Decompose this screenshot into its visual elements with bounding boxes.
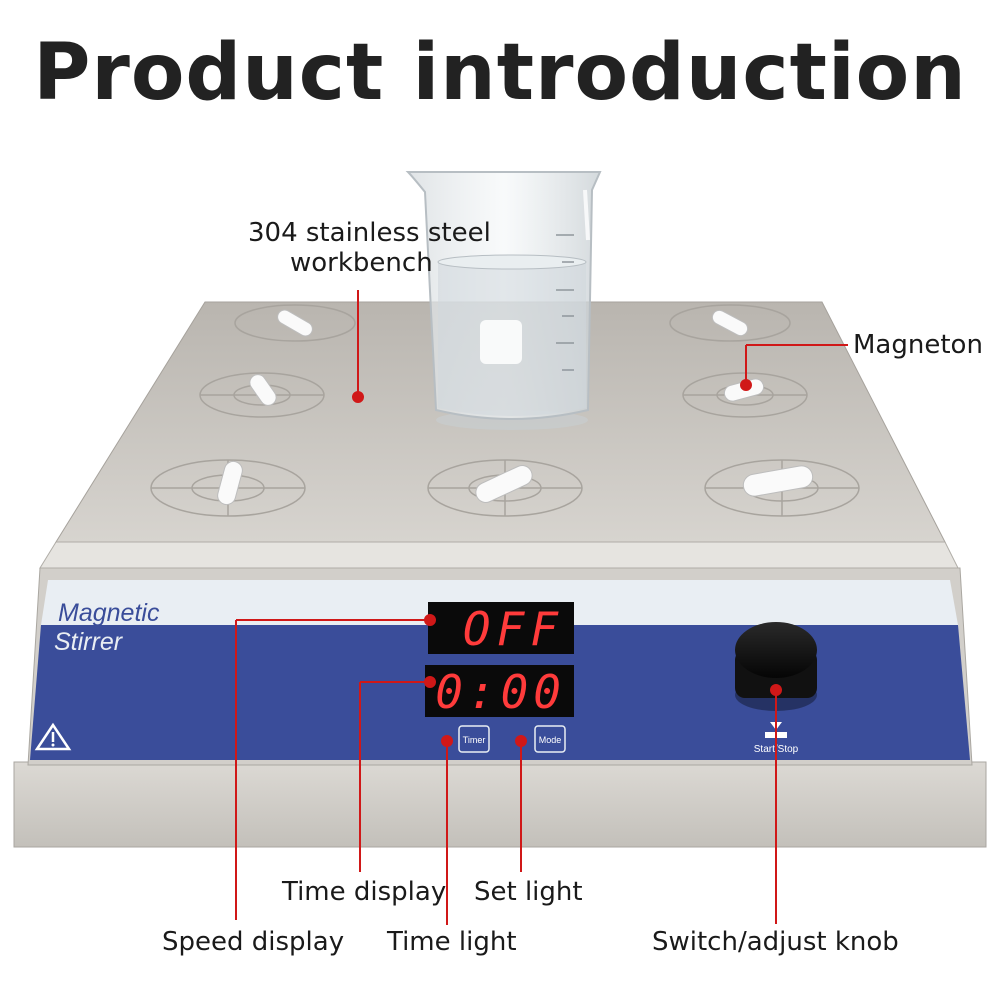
callout-workbench-line1: 304 stainless steel: [248, 218, 491, 248]
speed-display: [428, 602, 574, 654]
device-base: [13, 761, 987, 848]
mode-button[interactable]: [534, 725, 566, 753]
speed-readout: OFF: [463, 602, 564, 656]
callout-magneton: Magneton: [853, 330, 983, 360]
time-readout: 0:00: [435, 665, 566, 719]
callout-set-light: Set light: [474, 877, 583, 907]
callout-switch-adjust-knob: Switch/adjust knob: [652, 927, 899, 957]
glass-beaker: [405, 171, 602, 430]
timer-button[interactable]: [458, 725, 490, 753]
callout-speed-display: Speed display: [162, 927, 345, 957]
callout-time-display: Time display: [282, 877, 447, 907]
warning-icon: [34, 722, 72, 751]
stir-bars: [217, 309, 814, 506]
timer-button-label: Timer: [463, 735, 486, 745]
time-display: [425, 665, 574, 717]
mode-button-label: Mode: [539, 735, 562, 745]
brand-text-line2: Stirrer: [54, 628, 124, 656]
callout-workbench-line2: workbench: [290, 248, 433, 278]
callout-time-light: Time light: [387, 927, 517, 957]
brand-text-line1: Magnetic: [58, 599, 160, 627]
page-title: Product introduction: [33, 28, 967, 118]
callout-lines: [235, 290, 848, 925]
